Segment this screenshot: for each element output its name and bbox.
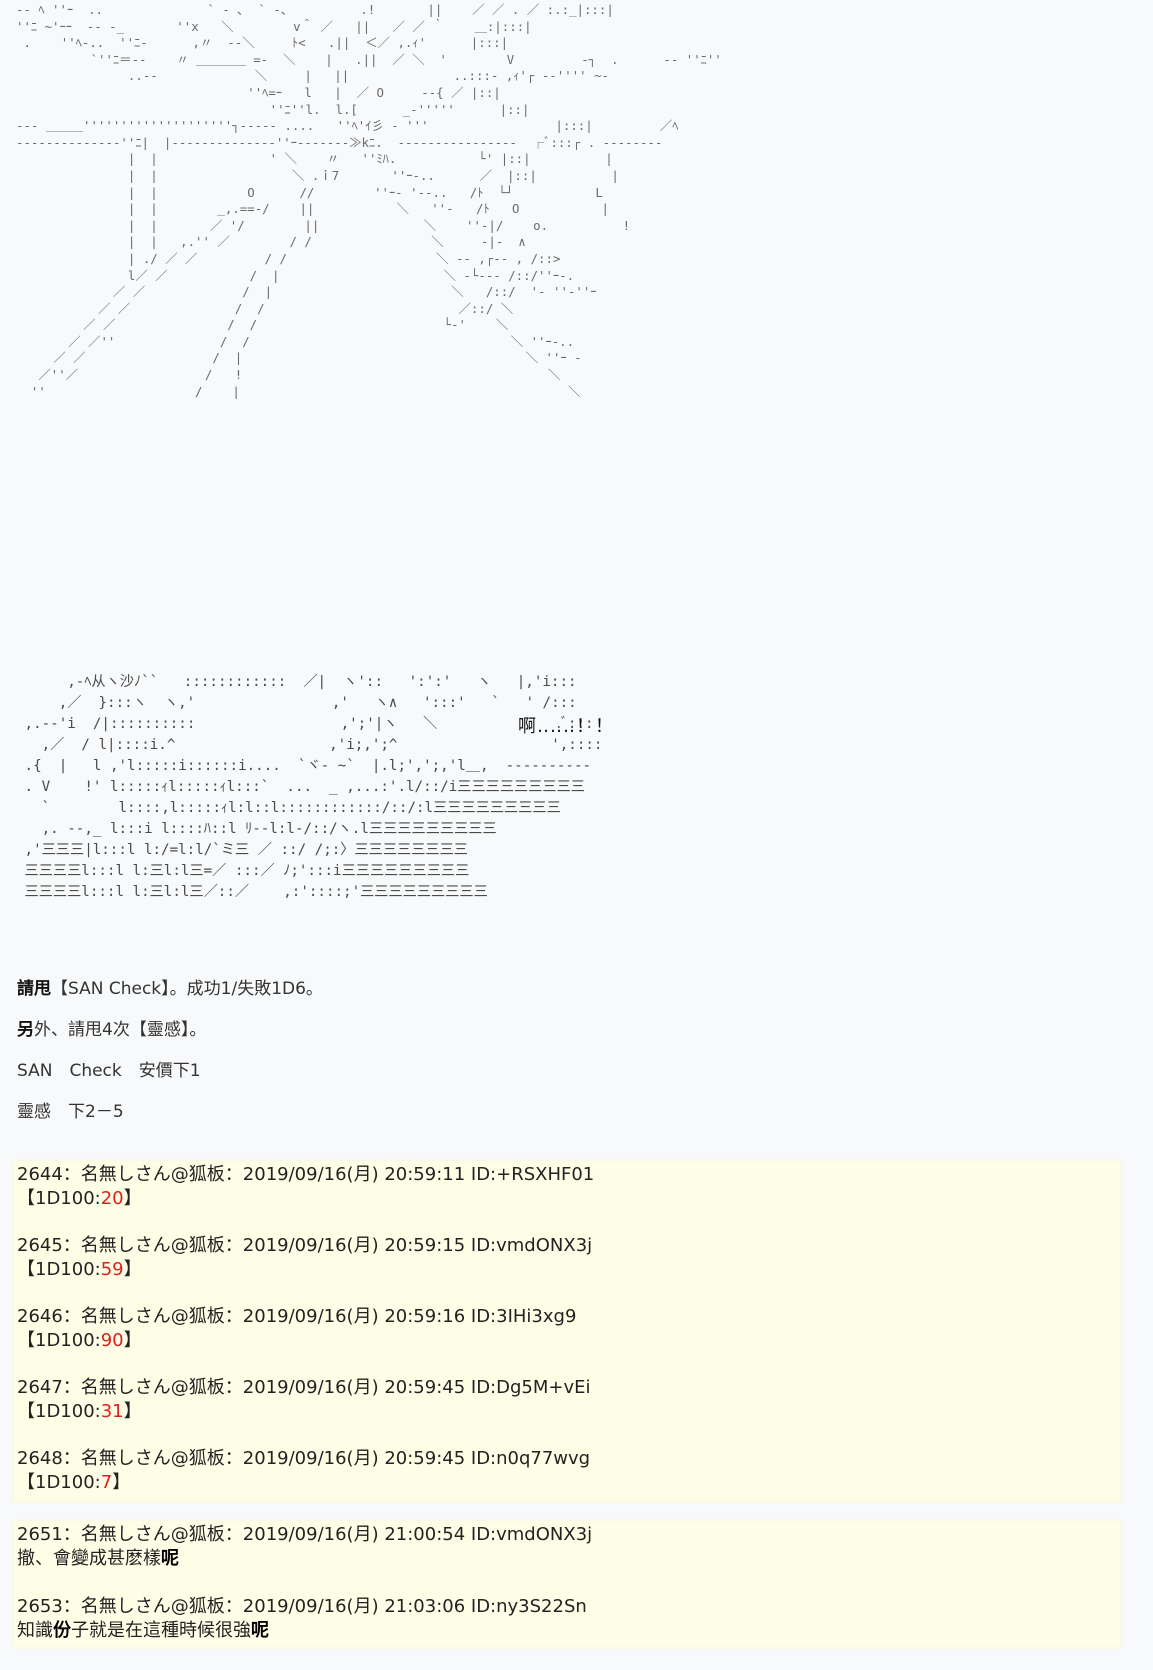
post-header: 2647：名無しさん@狐板：2019/09/16(月) 20:59:45 ID:… <box>17 1377 591 1398</box>
post-2648: 2648：名無しさん@狐板：2019/09/16(月) 20:59:45 ID:… <box>17 1447 590 1495</box>
post-2647: 2647：名無しさん@狐板：2019/09/16(月) 20:59:45 ID:… <box>17 1376 591 1424</box>
post-2644: 2644：名無しさん@狐板：2019/09/16(月) 20:59:11 ID:… <box>17 1163 594 1211</box>
dice-roll: 【1D100:59】 <box>17 1259 142 1280</box>
narration-line-san-check: 請甩【SAN Check】。成功1/失敗1D6。 <box>17 979 323 999</box>
dice-roll: 【1D100:20】 <box>17 1188 142 1209</box>
post-2653: 2653：名無しさん@狐板：2019/09/16(月) 21:03:06 ID:… <box>17 1595 587 1643</box>
post-2645: 2645：名無しさん@狐板：2019/09/16(月) 20:59:15 ID:… <box>17 1234 592 1282</box>
exclamation-text: 啊‥‥‥！！ <box>518 716 615 737</box>
dice-roll: 【1D100:31】 <box>17 1401 142 1422</box>
post-2646: 2646：名無しさん@狐板：2019/09/16(月) 20:59:16 ID:… <box>17 1305 576 1353</box>
post-header: 2644：名無しさん@狐板：2019/09/16(月) 20:59:11 ID:… <box>17 1164 595 1185</box>
post-2651: 2651：名無しさん@狐板：2019/09/16(月) 21:00:54 ID:… <box>17 1523 592 1571</box>
post-header: 2653：名無しさん@狐板：2019/09/16(月) 21:03:06 ID:… <box>17 1596 587 1617</box>
ascii-art-character-fall: ,-ﾍ从ヽ沙ﾉ`` :::::::::::: ／| ヽ':: ':':' ヽ |… <box>24 674 603 900</box>
narration-line-inspiration-anka: 靈感 下2－5 <box>17 1102 124 1122</box>
dice-roll: 【1D100:7】 <box>17 1472 131 1493</box>
post-body: 知識份子就是在這種時候很強呢 <box>17 1620 269 1641</box>
post-header: 2648：名無しさん@狐板：2019/09/16(月) 20:59:45 ID:… <box>17 1448 591 1469</box>
post-header: 2651：名無しさん@狐板：2019/09/16(月) 21:00:54 ID:… <box>17 1524 593 1545</box>
dice-roll: 【1D100:90】 <box>17 1330 142 1351</box>
narration-line-san-anka: SAN Check 安價下1 <box>17 1061 201 1081</box>
comment-posts: 2651：名無しさん@狐板：2019/09/16(月) 21:00:54 ID:… <box>14 1521 1120 1647</box>
post-header: 2646：名無しさん@狐板：2019/09/16(月) 20:59:16 ID:… <box>17 1306 577 1327</box>
post-header: 2645：名無しさん@狐板：2019/09/16(月) 20:59:15 ID:… <box>17 1235 593 1256</box>
dice-roll-posts: 2644：名無しさん@狐板：2019/09/16(月) 20:59:11 ID:… <box>14 1161 1120 1501</box>
ascii-art-crash-scene: -‐ ﾍ ''ｰ .. ` ‐ ､ ` ‐、 .! || ／ ／ . ／ :.:… <box>16 2 722 399</box>
narration-line-inspiration: 另外、請甩4次【靈感】。 <box>17 1020 207 1040</box>
post-body: 撤、會變成甚麽樣呢 <box>17 1548 179 1569</box>
